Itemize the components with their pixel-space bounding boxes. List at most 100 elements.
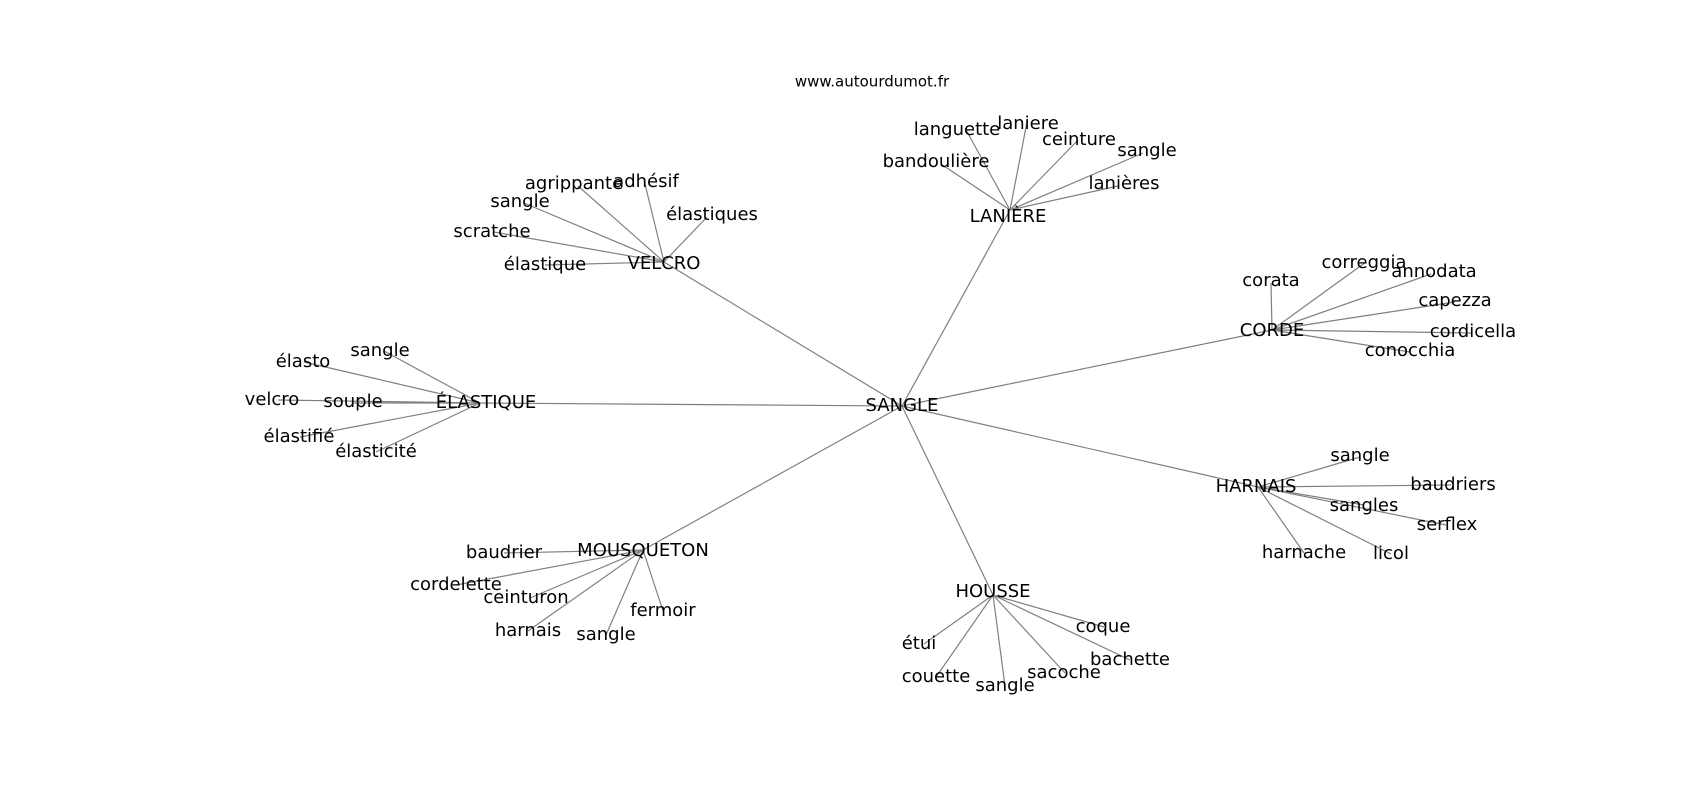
edge-mousqueton-harnais xyxy=(527,549,644,632)
leaf-node-label: harnache xyxy=(1262,542,1346,563)
edge-corde-cordicella xyxy=(1271,329,1472,334)
leaf-node-label: sangle xyxy=(1117,140,1176,161)
edge-root-harnais xyxy=(901,405,1259,488)
edge-mousqueton-baudrier xyxy=(503,549,644,554)
edge-velcro-adhesif xyxy=(644,183,665,263)
edge-harnais-baudriers xyxy=(1257,484,1452,488)
leaf-node-label: cordicella xyxy=(1430,321,1516,342)
cluster-node-label-housse: HOUSSE xyxy=(955,581,1030,602)
edge-velcro-elastique xyxy=(544,261,665,266)
leaf-node-label: annodata xyxy=(1391,261,1476,282)
leaf-node-label: conocchia xyxy=(1365,340,1456,361)
edge-harnais-sangle xyxy=(1257,456,1361,488)
leaf-node-label: élasto xyxy=(276,351,331,372)
edge-elastique-elasticite xyxy=(375,402,481,453)
edge-root-mousqueton xyxy=(642,405,903,551)
leaf-node-label: languette xyxy=(914,119,1001,140)
cluster-node-label-velcro: VELCRO xyxy=(628,253,701,274)
edge-elastique-sangle xyxy=(383,350,481,404)
edge-mousqueton-sangle xyxy=(605,549,644,636)
cluster-node-label-elastique: ÉLASTIQUE xyxy=(436,391,537,413)
edge-housse-bachette xyxy=(992,594,1131,661)
leaf-node-label: bachette xyxy=(1090,649,1170,670)
edge-velcro-scratche xyxy=(493,231,665,263)
edge-root-velcro xyxy=(663,261,903,407)
cluster-node-label-corde: CORDE xyxy=(1240,320,1304,341)
edge-root-laniere xyxy=(901,209,1011,407)
edge-housse-etui xyxy=(923,594,994,645)
cluster-node-label-mousqueton: MOUSQUETON xyxy=(577,540,709,561)
edge-velcro-elastiques xyxy=(663,216,708,263)
edge-corde-conocchia xyxy=(1271,329,1411,353)
edge-elastique-elasto xyxy=(303,361,481,404)
leaf-node-label: baudrier xyxy=(466,542,543,563)
edge-laniere-laniere xyxy=(1009,121,1028,211)
edge-root-housse xyxy=(901,405,994,596)
edge-laniere-bandouliere xyxy=(940,163,1011,211)
leaf-node-label: bandoulière xyxy=(883,151,990,172)
edge-housse-sangle xyxy=(992,594,1006,687)
leaf-node-label: lanières xyxy=(1089,173,1160,194)
edge-housse-couette xyxy=(935,594,994,678)
leaf-node-label: élastiques xyxy=(666,204,758,225)
edge-mousqueton-cordelette xyxy=(455,549,644,586)
edge-mousqueton-ceinturon xyxy=(529,549,644,599)
leaf-node-label: sangle xyxy=(975,675,1034,696)
leaf-node-label: sangles xyxy=(1330,495,1399,516)
edge-laniere-sangle xyxy=(1009,152,1144,211)
leaf-node-label: laniere xyxy=(997,113,1059,134)
leaf-node-label: sangle xyxy=(490,191,549,212)
edge-harnais-licol xyxy=(1257,486,1392,555)
leaf-node-label: licol xyxy=(1373,543,1409,564)
edges xyxy=(277,121,1472,687)
leaf-node-label: coque xyxy=(1076,616,1131,637)
leaf-node-label: sangle xyxy=(350,340,409,361)
leaf-node-label: corata xyxy=(1242,270,1299,291)
leaf-node-label: élasticité xyxy=(335,441,417,462)
edge-corde-corata xyxy=(1270,282,1273,331)
labels: www.autourdumot.fr SANGLE LANIÈRE languett… xyxy=(245,73,1517,697)
leaf-node-label: fermoir xyxy=(630,600,696,621)
leaf-node-label: sangle xyxy=(1330,445,1389,466)
edge-corde-annodata xyxy=(1271,273,1432,331)
leaf-node-label: adhésif xyxy=(613,171,679,192)
leaf-node-label: velcro xyxy=(245,389,300,410)
edge-laniere-lanieres xyxy=(1009,185,1119,211)
cluster-node-label-harnais: HARNAIS xyxy=(1216,476,1297,497)
leaf-node-label: étui xyxy=(902,633,937,654)
edge-laniere-languette xyxy=(964,127,1011,211)
root-node-label: SANGLE xyxy=(866,395,939,416)
leaf-node-label: serflex xyxy=(1417,514,1478,535)
cluster-node-label-laniere: LANIÈRE xyxy=(970,205,1047,227)
edge-root-elastique xyxy=(479,402,903,407)
edge-velcro-agrippante xyxy=(577,185,665,263)
leaf-node-label: ceinturon xyxy=(483,587,568,608)
edge-root-corde xyxy=(901,329,1273,407)
edge-corde-capezza xyxy=(1271,301,1456,331)
leaf-node-label: capezza xyxy=(1418,290,1491,311)
leaf-node-label: couette xyxy=(902,666,971,687)
edge-corde-correggia xyxy=(1271,261,1367,331)
leaf-node-label: souple xyxy=(323,391,382,412)
edge-velcro-sangle xyxy=(523,202,665,263)
source-url: www.autourdumot.fr xyxy=(795,73,950,91)
edge-harnais-harnache xyxy=(1257,486,1305,554)
leaf-node-label: agrippante xyxy=(525,173,623,194)
edge-mousqueton-fermoir xyxy=(642,549,664,612)
edge-harnais-serflex xyxy=(1257,486,1447,526)
leaf-node-label: scratche xyxy=(453,221,530,242)
leaf-node-label: cordelette xyxy=(410,574,502,595)
leaf-node-label: sangle xyxy=(576,624,635,645)
leaf-node-label: baudriers xyxy=(1410,474,1496,495)
edge-elastique-elastifie xyxy=(299,402,481,438)
edge-housse-coque xyxy=(992,594,1105,628)
leaf-node-label: ceinture xyxy=(1042,129,1116,150)
leaf-node-label: élastifié xyxy=(264,426,335,447)
leaf-node-label: correggia xyxy=(1322,252,1407,273)
edge-laniere-ceinture xyxy=(1009,139,1079,211)
leaf-node-label: élastique xyxy=(504,254,586,275)
leaf-node-label: sacoche xyxy=(1027,662,1101,683)
leaf-node-label: harnais xyxy=(495,620,561,641)
edge-housse-sacoche xyxy=(992,594,1066,674)
